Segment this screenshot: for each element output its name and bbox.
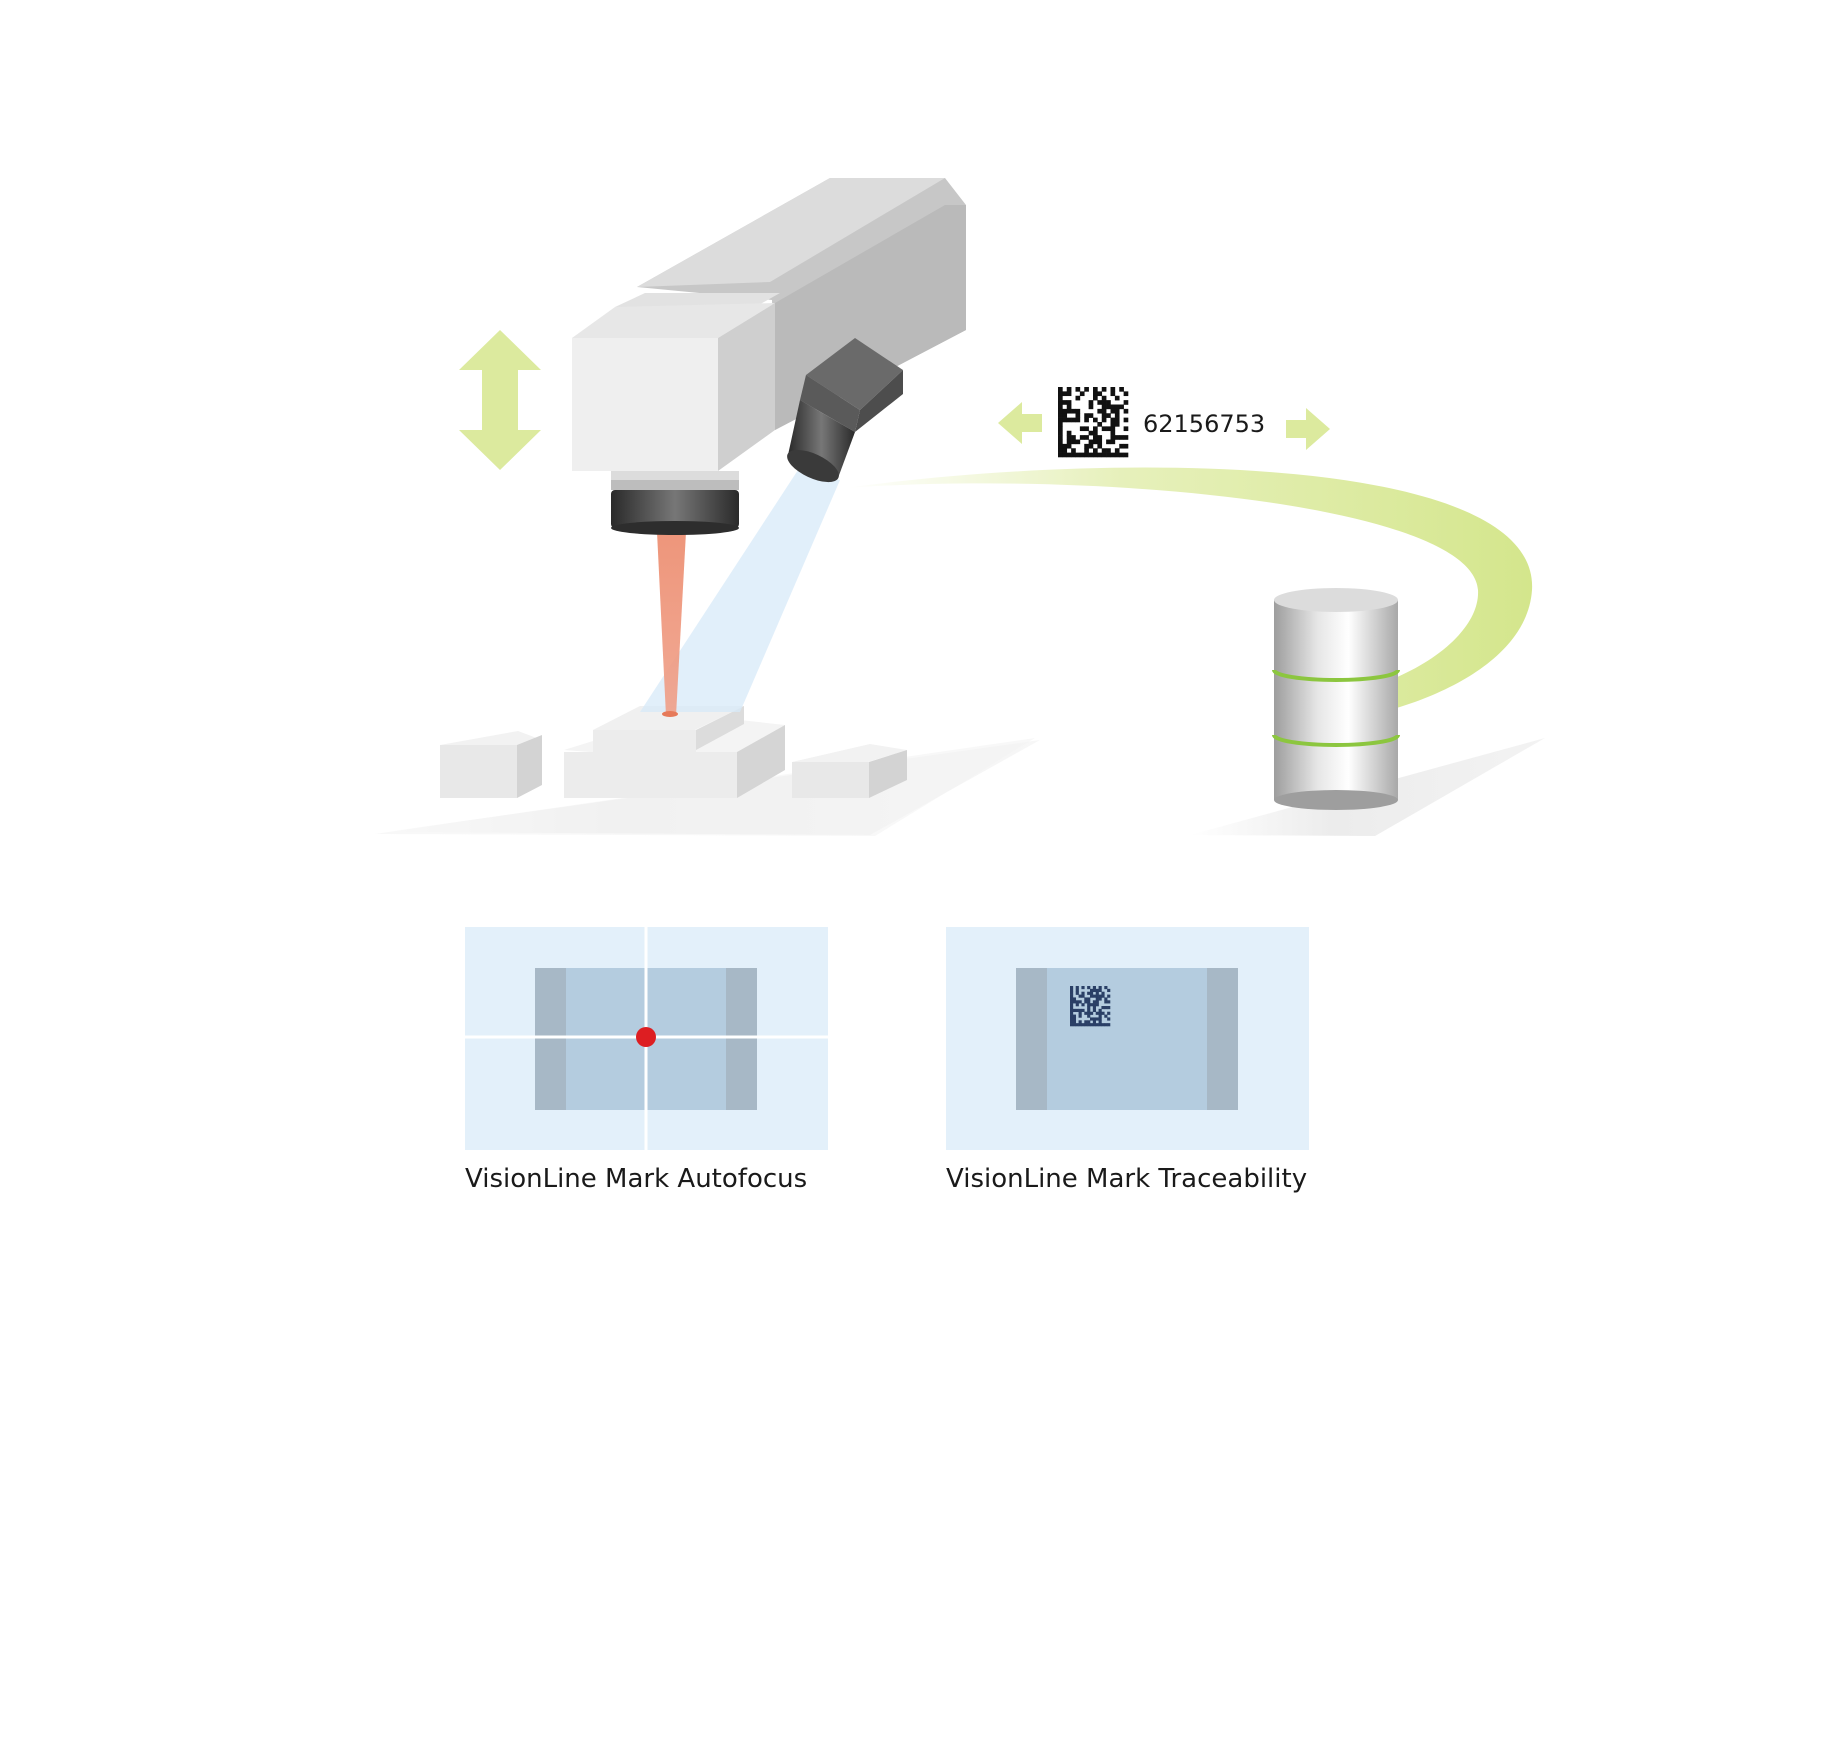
workpiece-right [792, 744, 907, 798]
caption-autofocus: VisionLine Mark Autofocus [465, 1164, 808, 1194]
laser-spot [662, 711, 678, 717]
workpiece-center [564, 706, 785, 798]
datamatrix-code-icon [1070, 986, 1111, 1027]
workpiece-left [440, 731, 542, 798]
left-arrow-icon [998, 402, 1042, 444]
right-arrow-icon [1286, 408, 1330, 450]
code-number: 62156753 [1143, 410, 1265, 438]
laser-beam [657, 532, 686, 716]
camera-field-of-view [640, 470, 840, 712]
camera [787, 338, 903, 483]
autofocus-panel [465, 927, 828, 1150]
data-link-arc [845, 467, 1533, 710]
database-icon [1272, 588, 1400, 810]
caption-traceability: VisionLine Mark Traceability [946, 1164, 1308, 1194]
datamatrix-code-icon [1058, 387, 1129, 458]
traceability-panel [946, 927, 1309, 1150]
focus-point-icon [636, 1027, 656, 1047]
up-down-arrow-icon [459, 330, 541, 470]
